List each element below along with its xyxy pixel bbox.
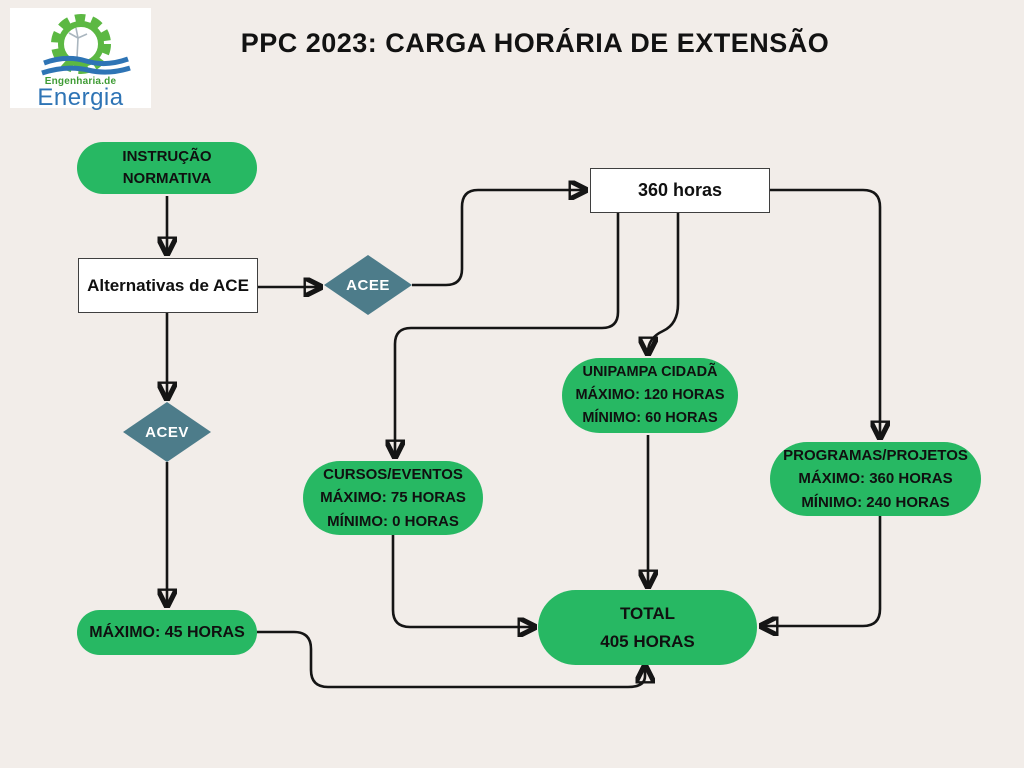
node-programas-projetos: PROGRAMAS/PROJETOS MÁXIMO: 360 HORAS MÍN… [770,442,981,516]
logo-title: Energia [37,84,124,111]
gear-turbine-waves-icon [41,14,131,76]
engenharia-energia-logo: Engenharia.de Energia [10,8,151,111]
connector-maximo45-to-total [257,630,645,689]
node-maximo-45-horas: MÁXIMO: 45 HORAS [77,610,257,655]
logo-subtitle: Engenharia.de [44,76,117,87]
connector-programas-to-total [763,515,882,626]
node-total-405-horas: TOTAL 405 HORAS [538,590,757,665]
page-title: PPC 2023: CARGA HORÁRIA DE EXTENSÃO [240,28,830,58]
node-360-horas: 360 horas [590,168,770,213]
node-alternativas-de-ace: Alternativas de ACE [78,258,258,313]
node-unipampa-cidada: UNIPAMPA CIDADÃ MÁXIMO: 120 HORAS MÍNIMO… [562,358,738,433]
connector-360horas-to-unipampa [648,213,680,352]
node-instrucao-normativa: INSTRUÇÃO NORMATIVA [77,142,257,194]
connector-360horas-to-cursos [395,213,620,455]
connector-cursos-to-total [391,535,533,627]
connector-360horas-to-programas [769,188,880,436]
connector-acee-to-360horas [412,190,584,287]
node-cursos-eventos: CURSOS/EVENTOS MÁXIMO: 75 HORAS MÍNIMO: … [303,461,483,535]
